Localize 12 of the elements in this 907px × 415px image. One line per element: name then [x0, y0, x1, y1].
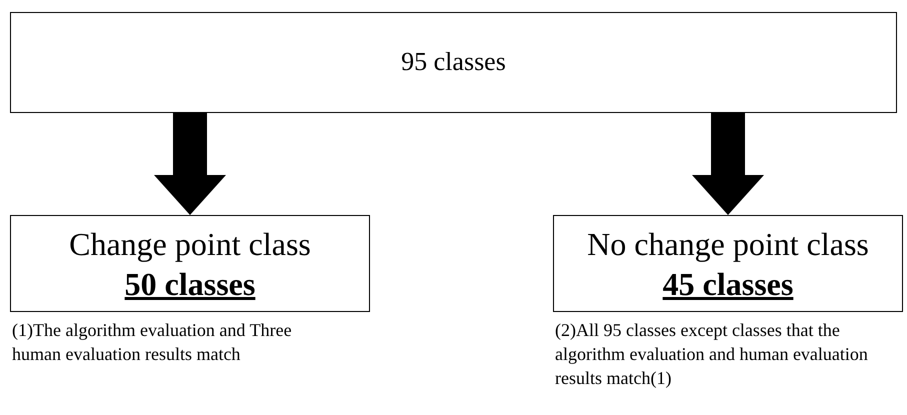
text-box [553, 215, 903, 312]
class-count: 50 classes [124, 264, 256, 304]
block-arrow [154, 113, 226, 215]
box-title: 95 classes [401, 46, 506, 78]
note-text: (1)The algorithm evaluation and Three human evaluation results match [12, 319, 293, 366]
class-count: 45 classes [662, 264, 794, 304]
text-box [10, 215, 370, 312]
box-title: No change point class [587, 224, 869, 264]
note-text: (2)All 95 classes except classes that the algorithm evaluation and human evaluation results match(1) [555, 319, 869, 390]
box-title: Change point class [69, 224, 311, 264]
text-box [10, 12, 897, 113]
block-arrow [692, 113, 764, 215]
